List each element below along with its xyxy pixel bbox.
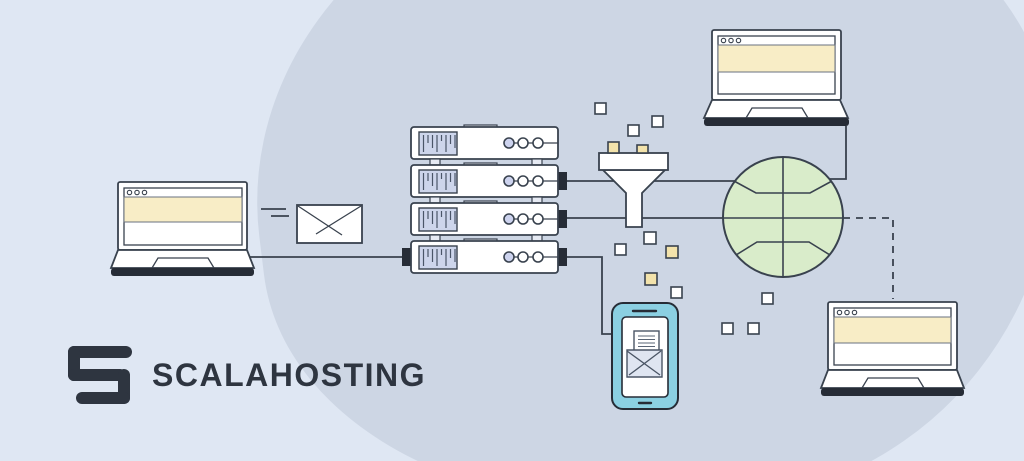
data-square-icon (627, 124, 640, 137)
envelope-flap (297, 205, 362, 236)
indicator-light (532, 175, 544, 187)
connector-tab (402, 248, 412, 266)
scalahosting-logo-mark-icon (68, 346, 132, 404)
connector-tab (557, 248, 567, 266)
data-square-icon (643, 231, 657, 245)
brand-name: SCALAHOSTING (152, 357, 426, 393)
data-square-icon (636, 144, 649, 154)
window-controls-icon (735, 37, 742, 44)
server4-to-phone-line (565, 256, 612, 335)
data-square-icon (670, 286, 683, 299)
indicator-light (532, 137, 544, 149)
laptop-base (819, 369, 966, 389)
data-square-icon (594, 102, 607, 115)
laptop-base (109, 249, 256, 269)
content-band (717, 44, 836, 73)
vent-panel-icon (418, 131, 458, 156)
indicator-light (517, 251, 529, 263)
connector-tab (557, 210, 567, 228)
data-square-icon (651, 115, 664, 128)
vent-panel-icon (418, 245, 458, 270)
data-squares (594, 102, 774, 335)
connector-lines (246, 126, 894, 335)
window-controls-icon (844, 309, 850, 316)
window-controls-icon (851, 309, 858, 316)
content-band (833, 316, 952, 344)
content-band (123, 196, 243, 223)
funnel-icon (598, 141, 669, 228)
indicator-light (532, 213, 544, 225)
indicator-light (503, 251, 515, 263)
indicator-light (503, 137, 515, 149)
brand-logo: SCALAHOSTING (64, 344, 426, 406)
server-unit (402, 234, 567, 274)
window-controls-icon (126, 189, 133, 196)
smartphone-icon (611, 302, 679, 410)
open-mail-icon (626, 330, 663, 378)
data-square-icon (761, 292, 774, 305)
server-rack-icon (402, 124, 567, 274)
window-controls-icon (836, 309, 843, 316)
speed-lines-icon (261, 208, 289, 217)
globe-to-laptop3-dashed-line (830, 217, 894, 299)
data-square-icon (607, 141, 620, 154)
laptop-base (702, 99, 850, 119)
indicator-light (503, 175, 515, 187)
vent-panel-icon (418, 169, 458, 194)
server-unit (410, 124, 559, 160)
window-controls-icon (728, 37, 734, 44)
laptop-base-bar (821, 388, 964, 396)
laptop-base-bar (111, 268, 254, 276)
data-square-icon (614, 243, 627, 256)
laptop-icon-bottom-right (819, 301, 966, 396)
indicator-light (517, 175, 529, 187)
window-controls-icon (720, 37, 727, 44)
indicator-light (532, 251, 544, 263)
data-square-icon (644, 272, 658, 286)
connector-tab (557, 172, 567, 190)
server-unit (410, 158, 567, 198)
server-unit (410, 196, 567, 236)
laptop-base-bar (704, 118, 849, 126)
globe-icon (722, 156, 844, 278)
data-square-icon (747, 322, 760, 335)
globe-latitude-bottom (735, 241, 831, 256)
vent-panel-icon (418, 207, 458, 232)
laptop-icon-left (109, 181, 256, 276)
window-controls-icon (141, 189, 148, 196)
data-square-icon (721, 322, 734, 335)
indicator-light (517, 137, 529, 149)
indicator-light (503, 213, 515, 225)
globe-latitude-top (733, 180, 833, 194)
laptop-icon-top-right (702, 29, 850, 126)
data-square-icon (665, 245, 679, 259)
envelope-icon (296, 204, 363, 244)
funnel-rim (598, 152, 669, 171)
envelope-body (296, 204, 363, 244)
indicator-light (517, 213, 529, 225)
window-controls-icon (134, 189, 140, 196)
